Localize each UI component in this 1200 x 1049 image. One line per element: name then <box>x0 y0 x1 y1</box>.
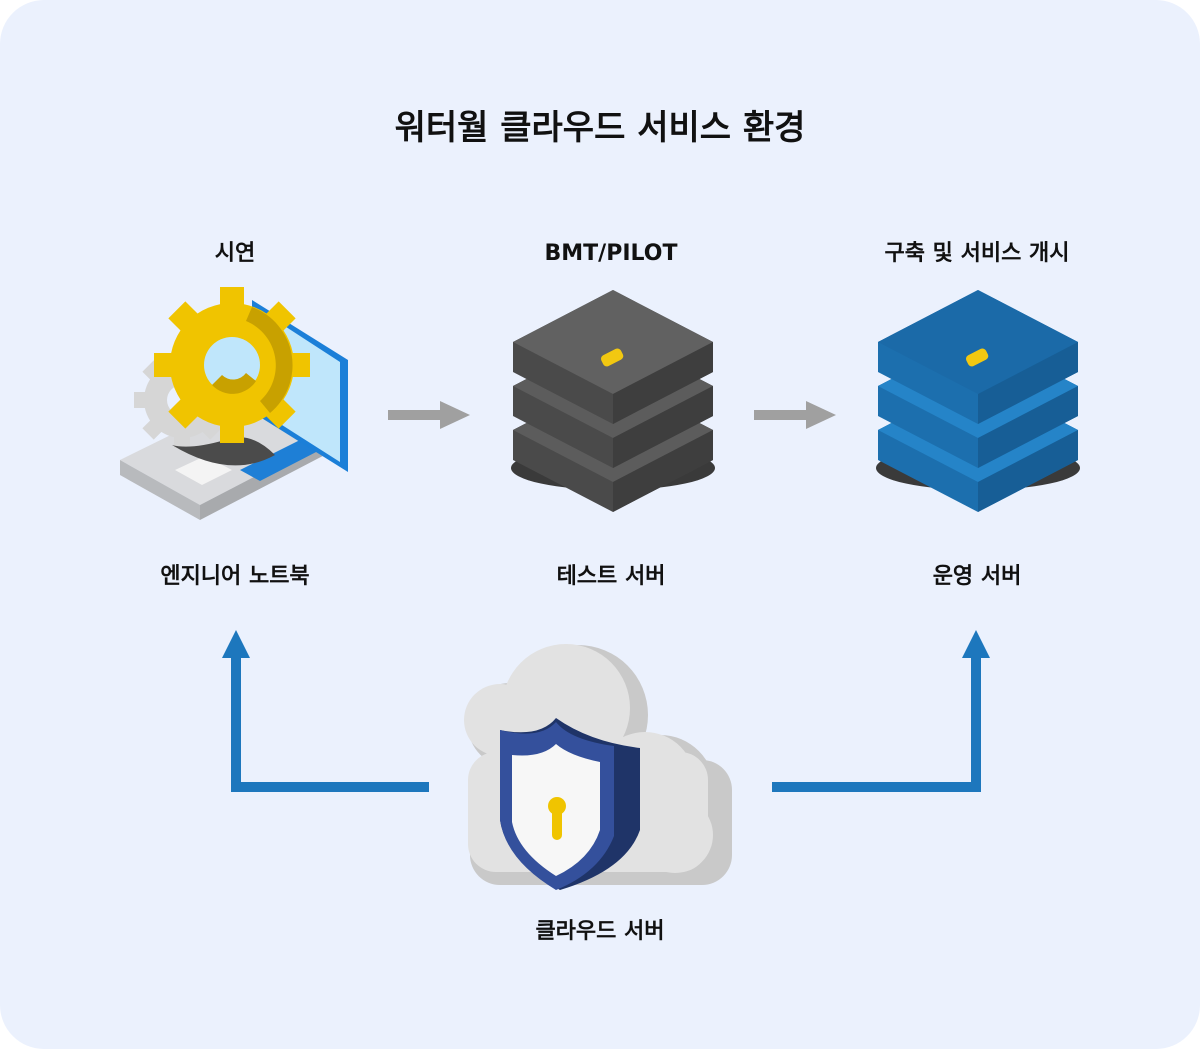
cloud-shield-icon <box>464 644 732 890</box>
arrow-right-icon <box>388 401 470 429</box>
prod-server-icon <box>876 290 1080 512</box>
test-server-icon <box>511 290 715 512</box>
caption-prod-server: 운영 서버 <box>932 564 1022 589</box>
caption-cloud-server: 클라우드 서버 <box>535 919 665 944</box>
caption-test-server: 테스트 서버 <box>556 564 666 589</box>
laptop-gear-icon <box>120 287 348 520</box>
stage-label-demo: 시연 <box>214 241 256 266</box>
stage-label-launch: 구축 및 서비스 개시 <box>884 241 1070 266</box>
diagram-title: 워터월 클라우드 서비스 환경 <box>394 108 806 148</box>
arrow-right-icon <box>754 401 836 429</box>
arrow-up-right-connector <box>772 630 990 792</box>
caption-engineer-laptop: 엔지니어 노트북 <box>160 564 310 589</box>
arrow-up-left-connector <box>222 630 429 792</box>
stage-label-bmt: BMT/PILOT <box>544 241 678 266</box>
